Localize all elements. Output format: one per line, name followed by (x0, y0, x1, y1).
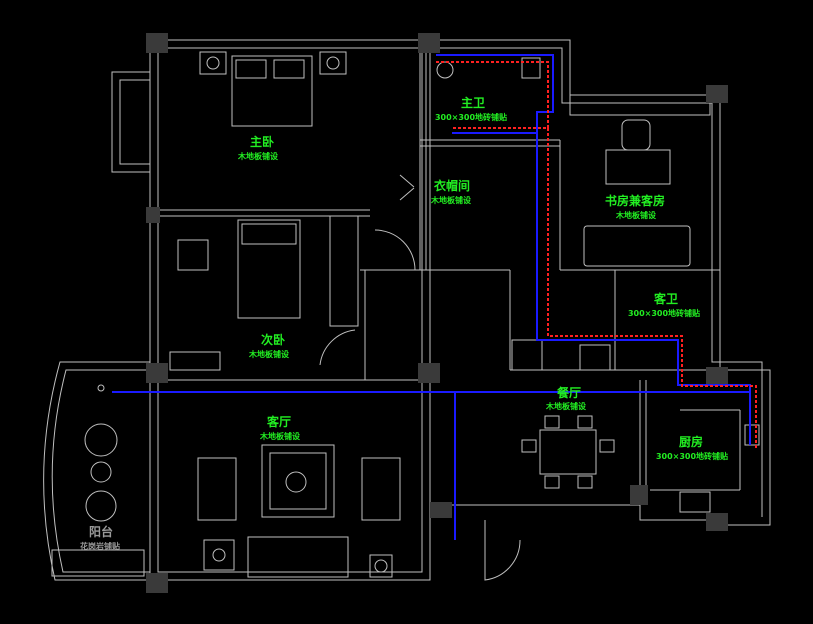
room-label-kitchen: 厨房 (678, 435, 704, 449)
room-label-study: 书房兼客房 (604, 194, 666, 208)
floor-note-master-bath: 300×300地砖铺贴 (434, 113, 508, 122)
floor-note-master-bedroom: 木地板铺设 (238, 152, 278, 161)
floor-note-balcony: 花岗岩铺贴 (80, 542, 120, 551)
floor-note-kitchen: 300×300地砖铺贴 (655, 452, 729, 461)
pillars (146, 33, 728, 593)
floor-note-study: 木地板铺设 (616, 211, 656, 220)
room-label-guest-bath: 客卫 (653, 292, 679, 306)
floor-note-guest-bath: 300×300地砖铺贴 (627, 309, 701, 318)
hot-water-pipe (436, 61, 757, 450)
room-label-walk-in-closet: 衣帽间 (433, 179, 471, 193)
room-label-master-bedroom: 主卧 (249, 135, 275, 149)
room-label-dining-room: 餐厅 (556, 386, 582, 400)
room-label-living-room: 客厅 (266, 415, 292, 429)
floor-note-walk-in-closet: 木地板铺设 (431, 196, 471, 205)
room-label-master-bath: 主卫 (460, 96, 486, 110)
room-label-second-bedroom: 次卧 (260, 333, 286, 347)
floor-note-living-room: 木地板铺设 (260, 432, 300, 441)
walls (43, 39, 771, 581)
floor-note-dining-room: 木地板铺设 (546, 402, 586, 411)
floor-note-second-bedroom: 木地板铺设 (249, 350, 289, 359)
room-label-balcony: 阳台 (88, 525, 114, 539)
